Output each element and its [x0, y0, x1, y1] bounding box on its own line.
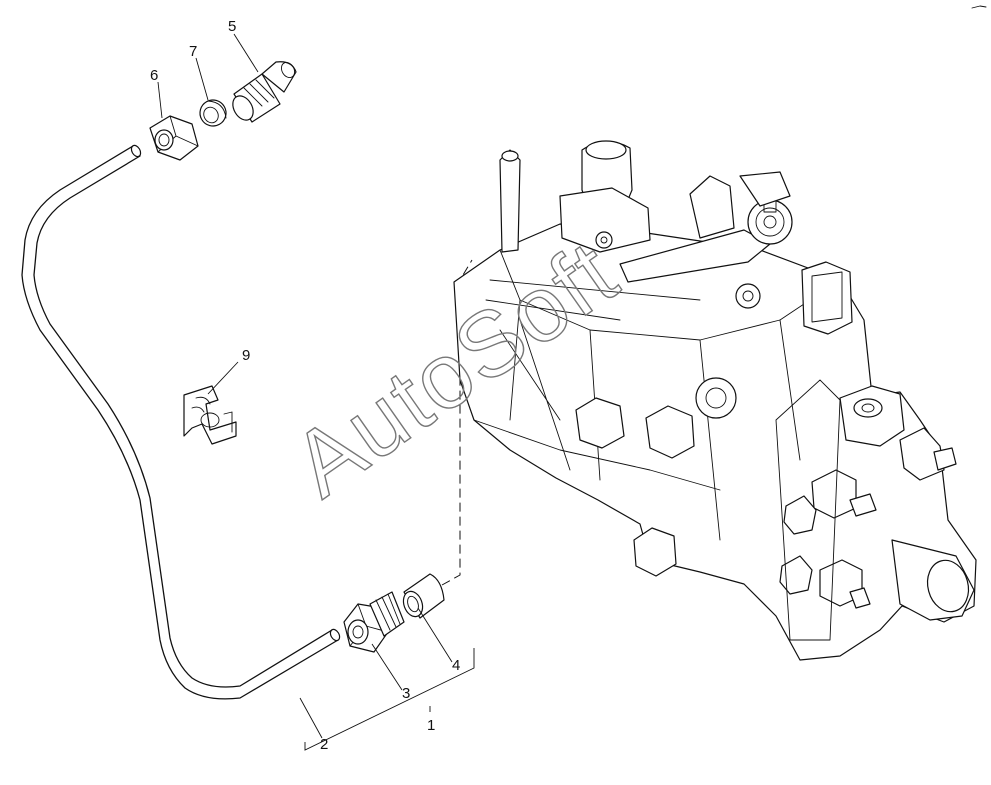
leader-lines — [157, 33, 453, 739]
callout-1: 1 — [427, 717, 435, 734]
corner-mark — [971, 5, 987, 9]
union-fitting-top — [232, 61, 297, 123]
callout-7: 7 — [189, 43, 197, 60]
injection-pump — [453, 140, 977, 661]
callout-2: 2 — [320, 736, 328, 753]
hex-nut-bottom — [343, 591, 405, 653]
hex-nut-top — [149, 115, 199, 161]
pipe-clip — [183, 385, 237, 445]
callout-3: 3 — [402, 685, 410, 702]
fuel-pipe — [21, 144, 341, 700]
callout-5: 5 — [228, 18, 236, 35]
callout-bracket-1 — [304, 648, 475, 751]
callout-6: 6 — [150, 67, 158, 84]
washer-top — [199, 99, 227, 127]
assembly-line — [441, 259, 473, 586]
callout-4: 4 — [452, 657, 460, 674]
callout-9: 9 — [242, 347, 250, 364]
sleeve-bottom — [402, 573, 445, 619]
callout-numbers: 5 7 6 9 4 3 1 2 — [150, 18, 460, 753]
